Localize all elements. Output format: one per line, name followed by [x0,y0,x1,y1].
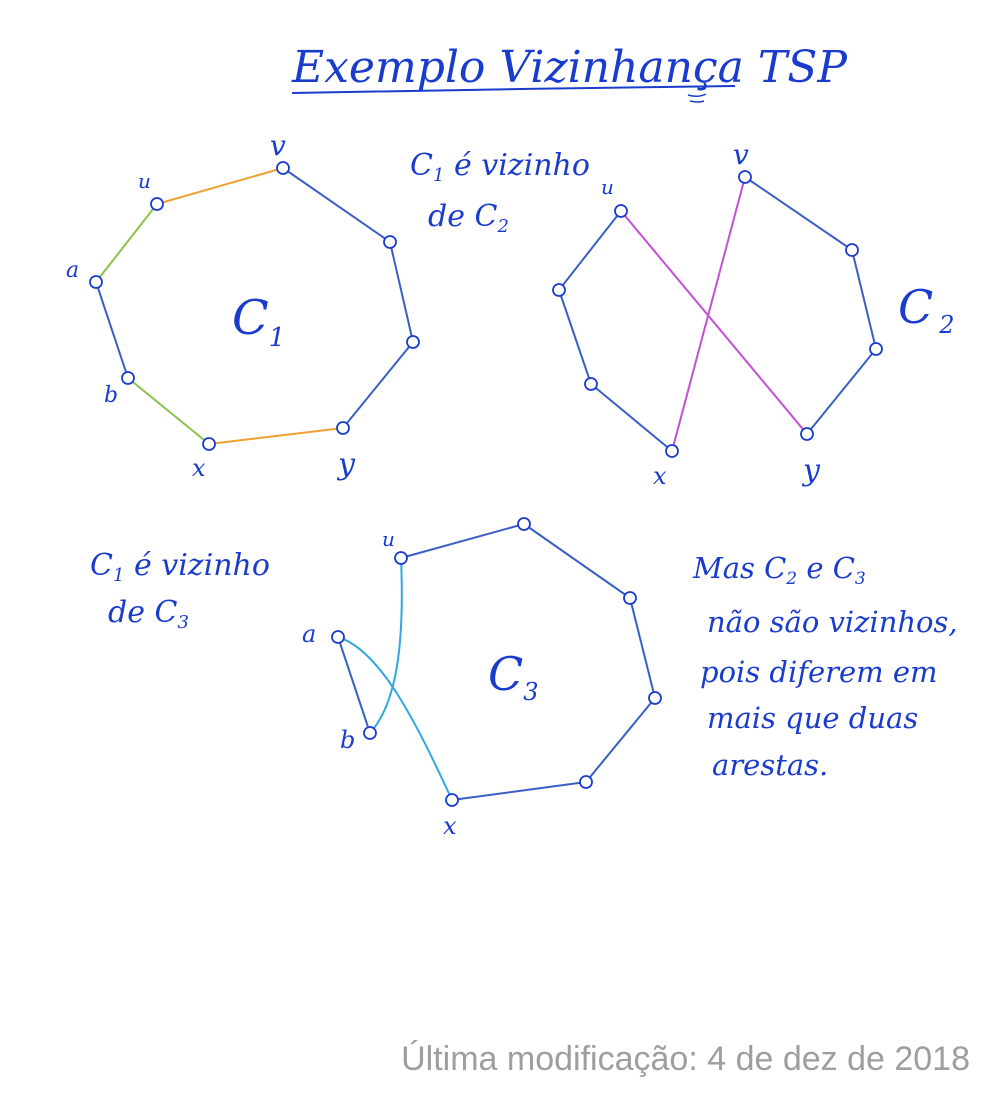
vertex-c2-l2 [584,377,598,391]
vertex-c1-y-label: y [336,447,356,482]
edge-c1-u-v [156,167,284,205]
graph-c3-edges [337,523,656,801]
note-2-line-1: C1 é vizinho [90,548,270,586]
page-title: Exemplo Vizinhança TSP [291,42,848,93]
vertex-c3-r3 [579,775,593,789]
graph-c3: u a b x C3 [302,517,662,840]
note-c1-neighbor-c2: C1 é vizinho de C2 [410,148,590,237]
note-1-line-1: C1 é vizinho [410,148,590,186]
graph-c1-label-sub: 1 [269,323,286,353]
vertex-c3-x [445,793,459,807]
graph-c3-label: C3 [488,647,538,706]
note-c2-c3-not-neighbors: Mas C2 e C3 não são vizinhos, pois difer… [692,551,958,782]
vertex-c2-u [614,204,628,218]
graph-c2-vertices [552,170,883,458]
note-2-line-2: de C3 [108,595,189,633]
vertex-c2-x-label: x [653,462,667,490]
vertex-c2-v [738,170,752,184]
edge-c1-r1-r2 [389,241,414,343]
vertex-c2-u-label: u [601,175,614,199]
edge-c1-a-u [95,203,158,283]
edge-c2-r1-r2 [851,249,877,350]
graph-c1-edges [95,167,414,445]
vertex-c3-a [331,630,345,644]
edge-c3-r1-r2 [629,597,656,699]
edge-c2-x-v [671,176,746,452]
vertex-c1-u [150,197,164,211]
vertex-c3-a-label: a [302,620,316,648]
edge-c3-r3-x [451,781,587,801]
vertex-c1-a-label: a [66,258,79,283]
vertex-c2-y [800,427,814,441]
vertex-c3-b [363,726,377,740]
edge-c1-b-a [95,281,129,379]
note-c1-neighbor-c3: C1 é vizinho de C3 [90,548,270,633]
vertex-c1-y [336,421,350,435]
graph-c1: u v a b x y C1 [66,129,420,482]
vertex-c1-u-label: u [138,169,151,193]
vertex-c1-x [202,437,216,451]
note-3-line-4: mais que duas [707,701,918,735]
vertex-c1-b [121,371,135,385]
vertex-c3-u [394,551,408,565]
vertex-c1-r1 [383,235,397,249]
vertex-c3-r2 [648,691,662,705]
vertex-c1-r2 [406,335,420,349]
vertex-c3-b-label: b [340,726,355,754]
vertex-c3-u-label: u [382,527,395,551]
note-3-line-3: pois diferem em [700,655,938,689]
edge-c2-r2-y [806,348,877,435]
edge-c2-v-r1 [744,176,853,251]
note-3-line-2: não são vizinhos, [707,605,958,639]
edge-c1-v-r1 [282,167,391,243]
vertex-c3-r1 [623,591,637,605]
vertex-c2-x [665,444,679,458]
edge-c2-l1-l2 [558,289,592,385]
vertex-c2-v-label: v [733,138,749,171]
vertex-c2-y-label: y [801,453,821,488]
vertex-c1-v-label: v [270,129,286,162]
title-underline [291,85,736,94]
edge-c3-a-x [337,636,453,801]
edge-c2-u-y [620,210,808,435]
vertex-c2-r1 [845,243,859,257]
edge-c3-u-t1 [400,523,525,559]
vertex-c3-x-label: x [443,812,457,840]
vertex-c1-v [276,161,290,175]
edge-c2-l2-x [590,383,673,452]
graph-c2-edges [558,176,877,452]
edge-c3-u-b [369,557,403,734]
vertex-c2-r2 [869,342,883,356]
edge-c1-r2-y [342,341,414,429]
title-cedilla-squiggle [687,93,707,103]
edge-c1-x-b [127,377,210,445]
edge-c2-u-l1 [558,210,622,291]
graph-c1-vertices [89,161,420,451]
last-modified-footer: Última modificação: 4 de dez de 2018 [401,1040,970,1078]
edge-c1-y-x [208,427,344,445]
graph-c1-label: C1 [232,290,285,353]
edge-c3-t1-r1 [523,523,631,599]
note-3-line-1: Mas C2 e C3 [692,551,866,589]
graph-c2-label-sub: 2 [938,311,954,339]
vertex-c1-b-label: b [104,383,118,408]
vertex-c1-a [89,275,103,289]
graph-c3-vertices [331,517,662,807]
note-3-line-5: arestas. [712,748,828,782]
graph-c3-label-sub: 3 [523,678,538,706]
title-group: Exemplo Vizinhança TSP [291,42,848,103]
vertex-c2-l1 [552,283,566,297]
vertex-c1-x-label: x [192,454,206,482]
note-1-line-2: de C2 [428,199,509,237]
edge-c3-a-b [337,636,371,734]
edge-c3-r2-r3 [585,697,656,783]
vertex-c3-t1 [517,517,531,531]
